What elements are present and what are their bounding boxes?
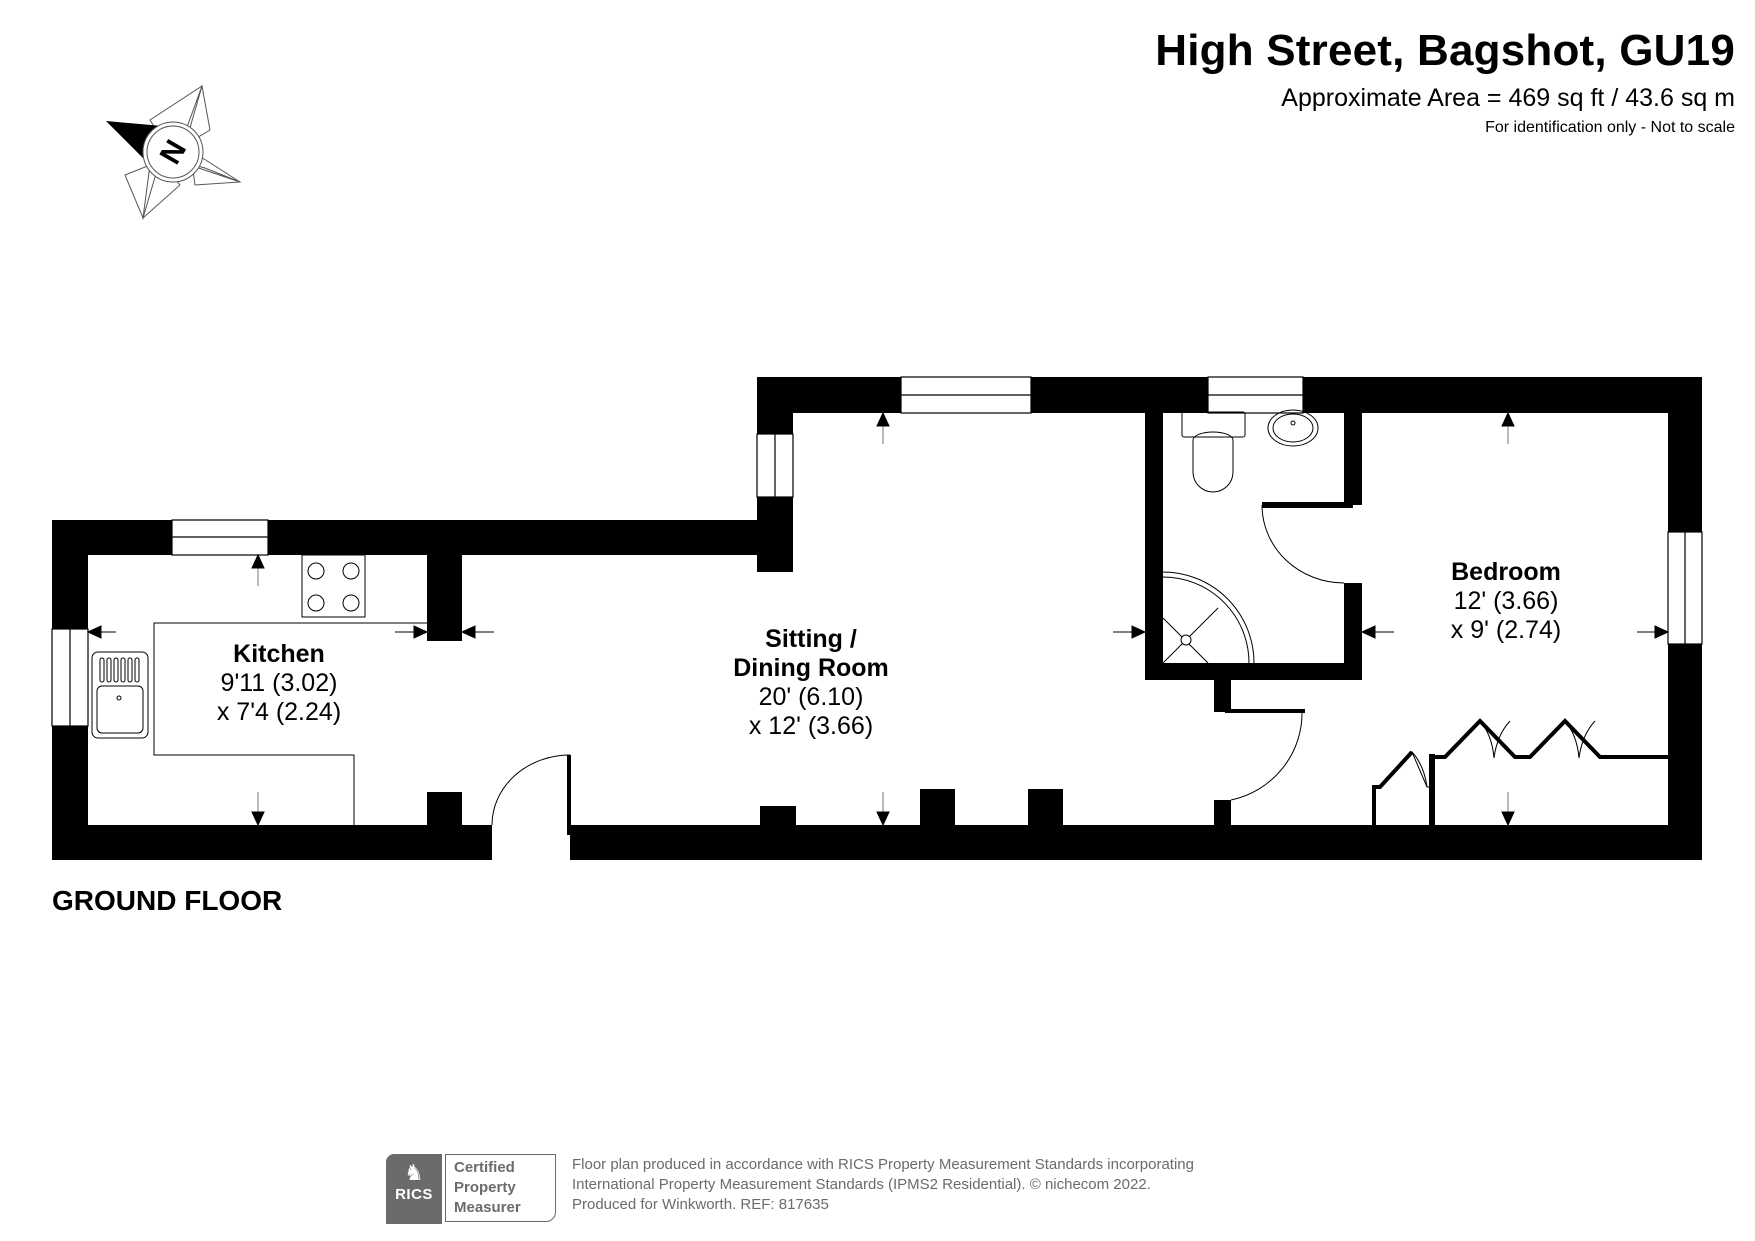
- room-name-line2: Dining Room: [733, 654, 889, 682]
- certified-measurer-text: Certified Property Measurer: [445, 1154, 556, 1222]
- windows: [51, 376, 1703, 727]
- kitchen-sink-icon: [91, 651, 149, 739]
- north-arrow-compass-icon: N: [106, 84, 242, 220]
- room-dimension-width: x 7'4 (2.24): [216, 698, 342, 726]
- room-label-kitchen: Kitchen 9'11 (3.02) x 7'4 (2.24): [217, 640, 341, 727]
- dimension-arrows: [86, 411, 1670, 827]
- badge-line-1: Certified: [454, 1159, 515, 1176]
- toilet-icon: [1181, 411, 1246, 493]
- property-title: High Street, Bagshot, GU19: [1155, 26, 1735, 75]
- wash-basin-icon: [1267, 409, 1319, 447]
- rics-lion-icon: ♞: [404, 1160, 424, 1185]
- scale-disclaimer: For identification only - Not to scale: [1485, 119, 1735, 136]
- footer-legal-text: Floor plan produced in accordance with R…: [572, 1155, 1194, 1215]
- badge-line-2: Property: [454, 1179, 516, 1196]
- rics-brand: RICS: [395, 1186, 433, 1203]
- room-dimension-length: 20' (6.10): [758, 683, 864, 711]
- footer-line-3: Produced for Winkworth. REF: 817635: [572, 1196, 829, 1213]
- floor-level-label: GROUND FLOOR: [52, 885, 283, 916]
- bedroom-door-swing: [1230, 710, 1303, 801]
- room-label-sitting-dining: Sitting / Dining Room 20' (6.10) x 12' (…: [733, 625, 889, 741]
- room-name: Kitchen: [233, 640, 325, 668]
- doors: [491, 504, 1345, 826]
- room-label-bedroom: Bedroom 12' (3.66) x 9' (2.74): [1451, 558, 1561, 645]
- room-dimension-length: 12' (3.66): [1453, 587, 1559, 615]
- footer-line-1: Floor plan produced in accordance with R…: [572, 1156, 1194, 1173]
- front-door-swing: [491, 754, 571, 826]
- room-dimension-length: 9'11 (3.02): [220, 669, 338, 697]
- footer-line-2: International Property Measurement Stand…: [572, 1176, 1151, 1193]
- room-name-line1: Sitting /: [765, 625, 857, 653]
- badge-line-3: Measurer: [454, 1199, 521, 1216]
- bathroom-door-swing: [1261, 504, 1345, 584]
- kitchen-fixtures: [91, 554, 427, 825]
- room-name: Bedroom: [1451, 558, 1561, 586]
- hob-icon: [301, 554, 366, 618]
- bathroom-fixtures: [1162, 409, 1319, 664]
- room-dimension-width: x 9' (2.74): [1450, 616, 1562, 644]
- approximate-area: Approximate Area = 469 sq ft / 43.6 sq m: [1281, 84, 1735, 112]
- rics-logo: ♞ RICS: [386, 1154, 442, 1224]
- rics-certified-badge: ♞ RICS Certified Property Measurer: [386, 1154, 561, 1224]
- room-dimension-width: x 12' (3.66): [748, 712, 874, 740]
- shower-icon: [1162, 571, 1255, 664]
- wardrobe-icon: [1372, 718, 1668, 825]
